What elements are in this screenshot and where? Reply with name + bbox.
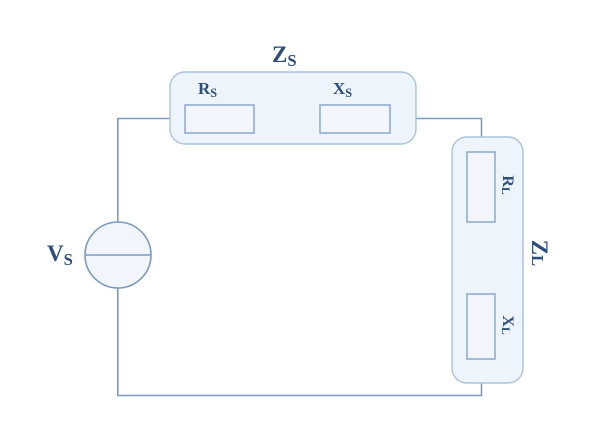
voltage-source-label-sub: S [63,249,73,269]
resistor-rs-body [184,104,255,134]
reactance-xs-label-main: X [333,79,346,98]
voltage-source-label-main: V [47,241,64,266]
resistor-rs-label-main: R [198,79,211,98]
load-impedance-label-sub: L [527,255,547,267]
resistor-rs-label-sub: S [210,85,218,100]
source-impedance-label: ZS [272,42,297,68]
source-impedance-label-main: Z [272,42,288,67]
reactance-xs-label-sub: S [345,85,353,100]
reactance-xs-label: XS [333,79,353,100]
circuit-wires [117,117,483,397]
load-impedance-label-main: Z [527,239,553,256]
resistor-rl-label-sub: L [499,186,512,195]
resistor-rs-label: RS [198,79,218,100]
voltage-source-symbol [84,221,152,289]
resistor-rl-label-main: R [499,175,516,187]
voltage-source-label: VS [47,241,73,267]
reactance-xl-label-main: X [499,315,516,327]
reactance-xl-body [466,293,496,360]
source-impedance-label-sub: S [287,50,297,70]
resistor-rl-body [466,151,496,223]
reactance-xl-label-sub: L [499,326,512,335]
reactance-xs-body [319,104,391,134]
